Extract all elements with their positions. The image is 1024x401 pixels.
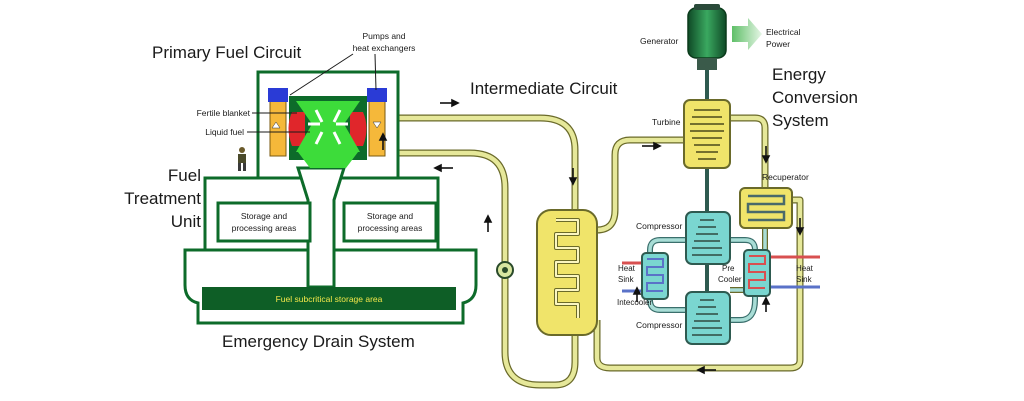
primary-fuel-circuit-title: Primary Fuel Circuit bbox=[152, 43, 302, 62]
heat-sink-right-label-line2: Sink bbox=[796, 275, 813, 284]
precooler-label-line1: Pre bbox=[722, 264, 735, 273]
recuperator-label: Recuperator bbox=[762, 172, 809, 182]
heat-sink-left-label-line1: Heat bbox=[618, 264, 636, 273]
intermediate-loop-pipes bbox=[388, 114, 579, 389]
precooler-label-line2: Cooler bbox=[718, 275, 742, 284]
compressor-bottom-label: Compressor bbox=[636, 320, 682, 330]
fertile-blanket-label: Fertile blanket bbox=[197, 108, 251, 118]
storage-right-label-line1: Storage and bbox=[367, 211, 414, 221]
compressor-top bbox=[685, 211, 731, 265]
energy-conversion-title-line2: Conversion bbox=[772, 88, 858, 107]
intercooler bbox=[641, 252, 669, 300]
energy-conversion-title-line1: Energy bbox=[772, 65, 826, 84]
flow-arrows bbox=[378, 98, 805, 375]
compressor-top-label: Compressor bbox=[636, 221, 682, 231]
pumps-label-line2: heat exchangers bbox=[353, 43, 416, 53]
generator bbox=[687, 4, 727, 70]
fuel-storage-tank bbox=[202, 287, 456, 310]
leader-lines bbox=[247, 53, 377, 133]
intercooler-label: Intecooler bbox=[617, 298, 652, 307]
emergency-drain-title: Emergency Drain System bbox=[222, 332, 415, 351]
person-icon bbox=[238, 147, 246, 171]
storage-box-right bbox=[342, 201, 438, 243]
storage-left-label-line1: Storage and bbox=[241, 211, 288, 221]
electrical-power-label-line2: Power bbox=[766, 39, 790, 49]
liquid-fuel-label: Liquid fuel bbox=[205, 127, 244, 137]
compressor-bottom bbox=[685, 291, 731, 345]
intermediate-circuit-title: Intermediate Circuit bbox=[470, 79, 618, 98]
reactor-core bbox=[268, 88, 387, 168]
fuel-storage-label: Fuel subcritical storage area bbox=[276, 294, 383, 304]
storage-left-label-line2: processing areas bbox=[232, 223, 297, 233]
heat-sink-right-label-line1: Heat bbox=[796, 264, 814, 273]
energy-conversion-title-line3: System bbox=[772, 111, 829, 130]
fuel-treatment-title-line2: Treatment bbox=[124, 189, 201, 208]
storage-right-label-line2: processing areas bbox=[358, 223, 423, 233]
fuel-treatment-title-line3: Unit bbox=[171, 212, 202, 231]
power-arrow bbox=[732, 18, 762, 50]
recuperator bbox=[739, 187, 793, 229]
intermediate-pump bbox=[496, 261, 514, 279]
pumps-label-line1: Pumps and bbox=[363, 31, 406, 41]
fuel-treatment-title-line1: Fuel bbox=[168, 166, 201, 185]
turbine bbox=[683, 99, 731, 169]
precooler bbox=[743, 249, 771, 297]
heat-sink-left-label-line2: Sink bbox=[618, 275, 635, 284]
electrical-power-label-line1: Electrical bbox=[766, 27, 801, 37]
storage-box-left bbox=[216, 201, 312, 243]
generator-label: Generator bbox=[640, 36, 678, 46]
intermediate-heat-exchanger bbox=[536, 209, 598, 336]
turbine-label: Turbine bbox=[652, 117, 681, 127]
